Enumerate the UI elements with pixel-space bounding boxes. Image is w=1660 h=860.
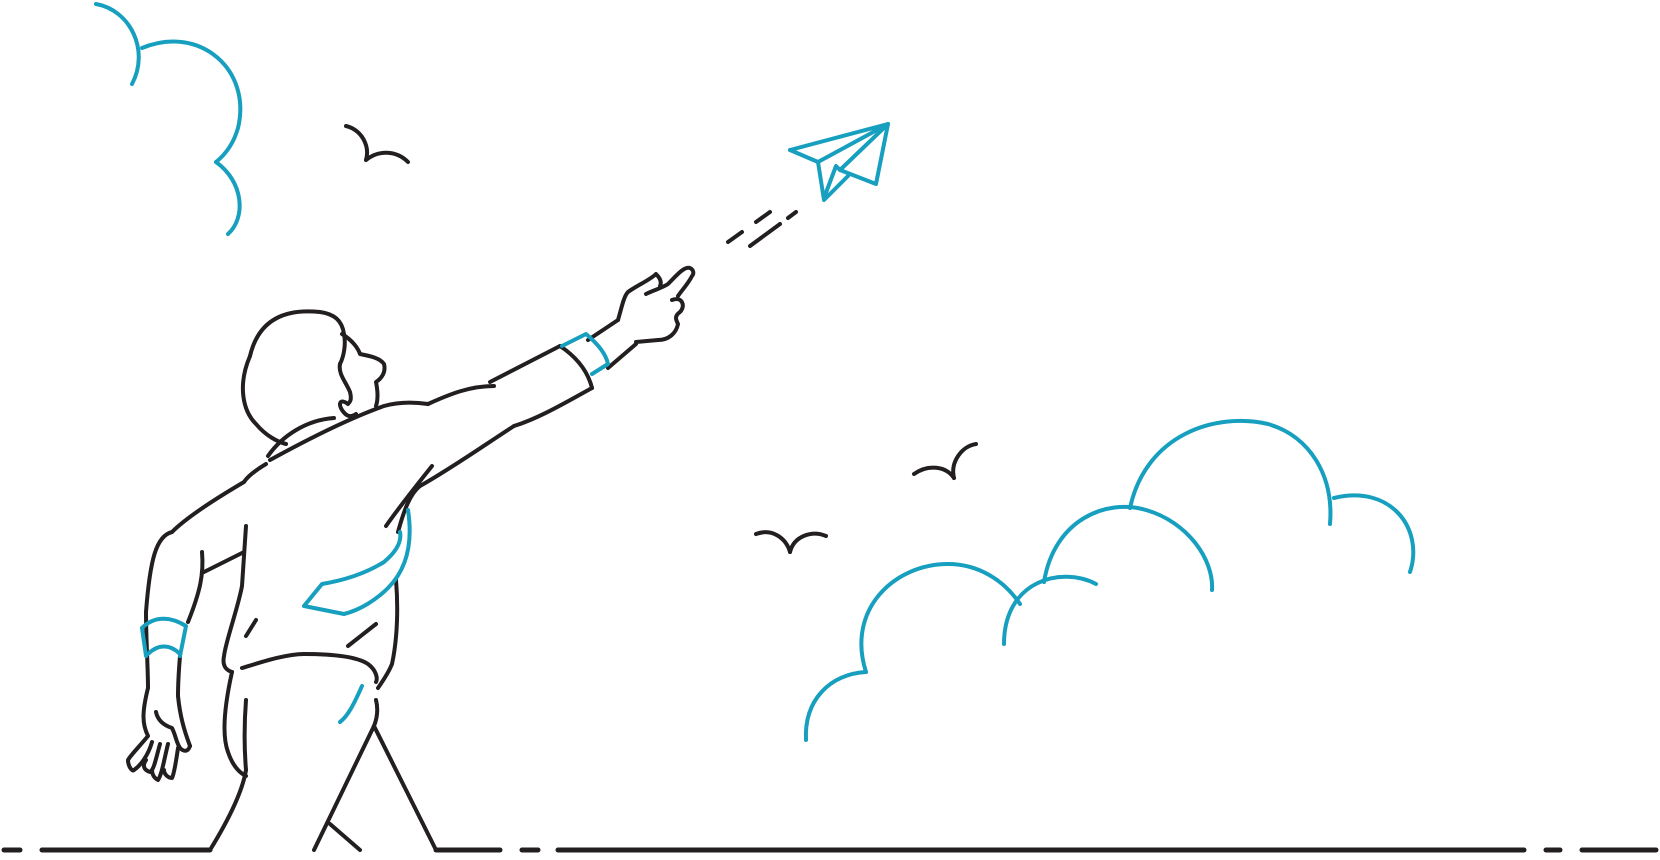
person-figure-icon bbox=[126, 265, 696, 852]
paper-plane-icon bbox=[788, 122, 890, 202]
plane-motion-trail bbox=[726, 210, 798, 248]
bird-icon bbox=[912, 442, 978, 480]
cloud-cluster-icon bbox=[803, 419, 1416, 742]
person-accent-details bbox=[140, 332, 610, 724]
bird-icon bbox=[344, 124, 410, 164]
cloud-top-left-icon bbox=[94, 2, 243, 236]
bird-icon bbox=[754, 530, 828, 554]
